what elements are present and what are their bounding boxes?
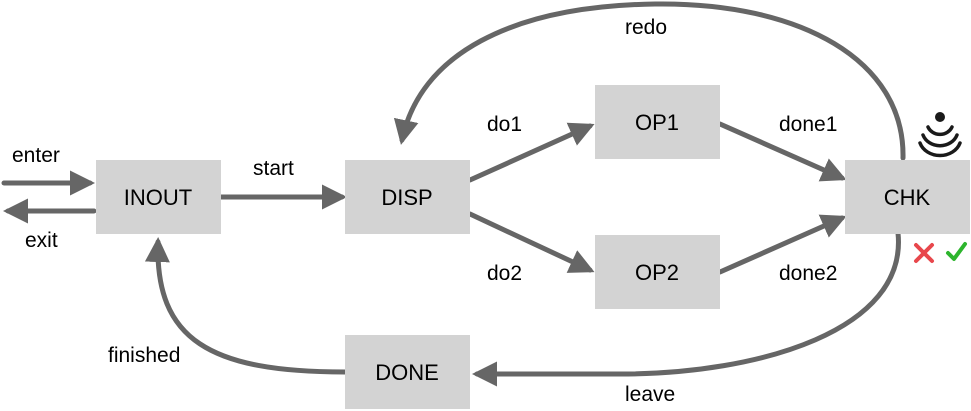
label-leave: leave: [625, 383, 675, 406]
edge-finished: [144, 237, 348, 375]
node-label-op2: OP2: [635, 260, 679, 285]
node-label-chk: CHK: [884, 185, 931, 210]
edge-leave: [472, 230, 901, 387]
edge-redo: [393, 1, 906, 161]
label-done2: done2: [779, 262, 837, 285]
edge-do1: [467, 122, 595, 183]
label-done1: done1: [779, 113, 837, 136]
node-disp[interactable]: DISP: [345, 160, 470, 234]
label-do1: do1: [487, 113, 522, 136]
label-exit: exit: [25, 229, 58, 252]
edges: [1, 1, 906, 387]
node-label-op1: OP1: [635, 110, 679, 135]
node-label-disp: DISP: [381, 185, 432, 210]
label-do2: do2: [487, 262, 522, 285]
node-inout[interactable]: INOUT: [96, 160, 221, 234]
edge-done1: [717, 121, 847, 182]
cross-icon: [914, 243, 934, 263]
node-op2[interactable]: OP2: [595, 235, 720, 309]
node-label-done: DONE: [375, 360, 439, 385]
node-done[interactable]: DONE: [345, 335, 470, 409]
check-icon: [946, 242, 967, 261]
label-finished: finished: [108, 344, 180, 367]
node-op1[interactable]: OP1: [595, 85, 720, 159]
node-chk[interactable]: CHK: [845, 160, 970, 234]
node-label-inout: INOUT: [124, 185, 192, 210]
label-start: start: [253, 157, 294, 180]
label-redo: redo: [625, 16, 667, 39]
label-enter: enter: [12, 144, 60, 167]
edge-do2: [467, 211, 595, 273]
wireless-signal-icon: [918, 112, 962, 158]
edge-done2: [717, 214, 847, 275]
